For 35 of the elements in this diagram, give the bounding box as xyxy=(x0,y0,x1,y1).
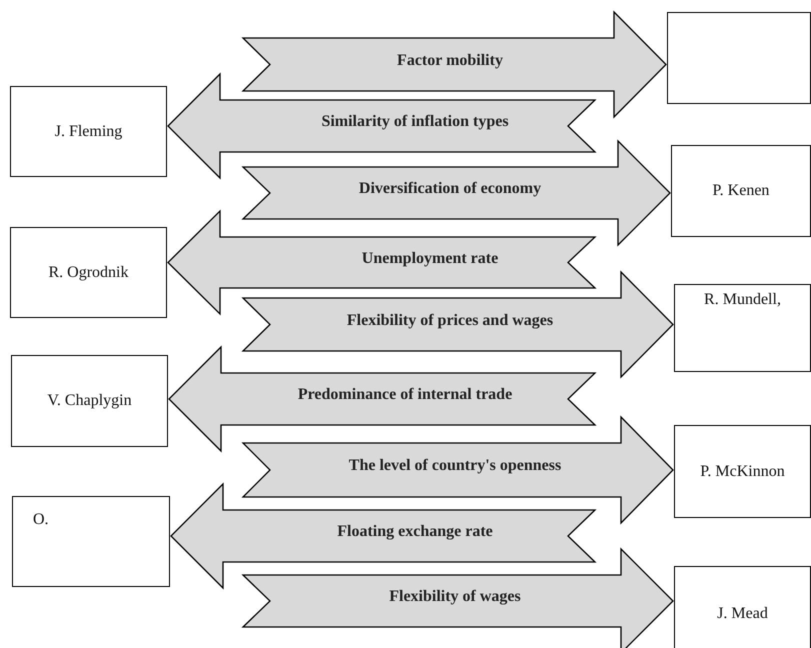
person-name: R. Mundell, xyxy=(704,291,781,309)
name-box xyxy=(667,12,811,104)
name-box xyxy=(671,145,811,237)
edge-label: Floating exchange rate xyxy=(337,523,493,541)
name-box xyxy=(10,86,167,177)
block-arrow xyxy=(241,139,671,247)
edge-label: Diversification of economy xyxy=(358,180,542,198)
block-arrow xyxy=(167,72,597,180)
name-box xyxy=(674,284,811,372)
block-arrow xyxy=(241,270,674,379)
person-name: O. xyxy=(33,511,49,529)
edge-label: Predominance of internal trade xyxy=(298,386,512,404)
person-name: J. Mead xyxy=(717,605,768,623)
edge-label: The level of country's openness xyxy=(348,457,562,475)
block-arrow xyxy=(241,10,667,119)
person-name: R. Ogrodnik xyxy=(48,264,128,282)
block-arrow xyxy=(241,415,674,525)
name-box xyxy=(674,425,811,518)
name-box xyxy=(10,227,167,318)
person-name: J. Fleming xyxy=(54,122,122,140)
person-name: P. McKinnon xyxy=(700,462,785,480)
person-name: V. Chaplygin xyxy=(47,392,132,410)
name-box xyxy=(11,355,168,447)
name-box xyxy=(674,566,811,648)
edge-label: Factor mobility xyxy=(397,52,503,70)
edge-label: Similarity of inflation types xyxy=(321,113,509,131)
person-name: P. Kenen xyxy=(712,182,770,200)
edge-label: Unemployment rate xyxy=(362,250,498,268)
block-arrow xyxy=(241,547,674,648)
block-arrow xyxy=(167,209,597,316)
block-arrow xyxy=(168,345,597,453)
edge-label: Flexibility of prices and wages xyxy=(346,312,554,330)
block-arrow xyxy=(170,482,597,590)
edge-label: Flexibility of wages xyxy=(389,588,521,606)
name-box xyxy=(12,496,170,587)
